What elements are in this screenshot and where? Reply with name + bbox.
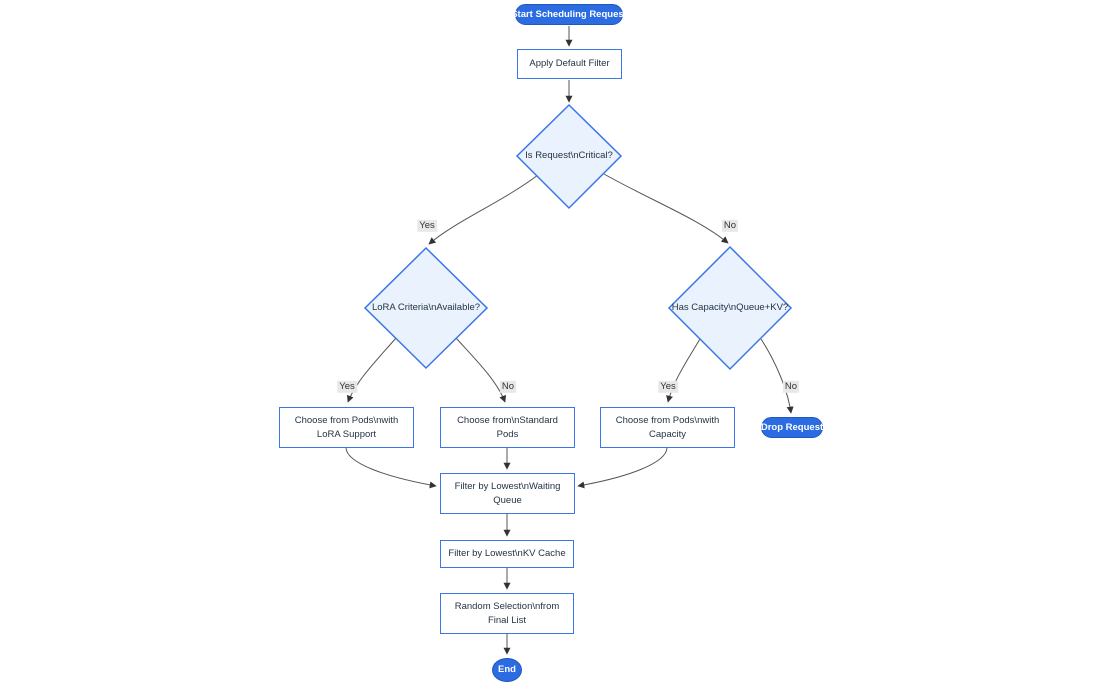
node-drop-request: Drop Request xyxy=(761,417,823,438)
node-choose-capacity-pods: Choose from Pods\nwith Capacity xyxy=(600,407,735,448)
node-has-capacity-label: Has Capacity\nQueue+KV? xyxy=(671,302,789,314)
edge-lora-no xyxy=(455,337,507,403)
edge-capacity-yes xyxy=(666,338,701,403)
node-choose-lora-pods: Choose from Pods\nwith LoRA Support xyxy=(279,407,414,448)
node-filter-kv-cache: Filter by Lowest\nKV Cache xyxy=(440,540,574,568)
node-end: End xyxy=(492,658,522,682)
edge-lora-yes xyxy=(346,337,397,403)
node-choose-standard-pods: Choose from\nStandard Pods xyxy=(440,407,575,448)
node-random-selection: Random Selection\nfrom Final List xyxy=(440,593,574,634)
edge-label-capacity-no: No xyxy=(782,380,800,394)
node-is-critical-label: Is Request\nCritical? xyxy=(525,150,613,162)
edge-label-critical-no: No xyxy=(721,219,739,233)
edge-choose-capacity-filter-queue xyxy=(577,447,668,489)
edge-choose-lora-filter-queue xyxy=(345,447,437,489)
edge-label-critical-yes: Yes xyxy=(417,219,437,233)
node-filter-waiting-queue: Filter by Lowest\nWaiting Queue xyxy=(440,473,575,514)
node-apply-default-filter: Apply Default Filter xyxy=(517,49,622,79)
node-start: Start Scheduling Request xyxy=(511,4,627,25)
edge-is-critical-no xyxy=(603,173,729,244)
node-has-capacity-diamond xyxy=(667,245,793,371)
edge-label-lora-no: No xyxy=(499,380,517,394)
edge-is-critical-yes xyxy=(428,174,539,245)
node-lora-criteria-diamond xyxy=(363,246,489,370)
edge-label-lora-yes: Yes xyxy=(337,380,357,394)
node-lora-criteria-label: LoRA Criteria\nAvailable? xyxy=(371,302,481,314)
edge-label-capacity-yes: Yes xyxy=(658,380,678,394)
edge-capacity-no xyxy=(760,338,794,414)
node-is-critical-diamond xyxy=(515,103,623,210)
